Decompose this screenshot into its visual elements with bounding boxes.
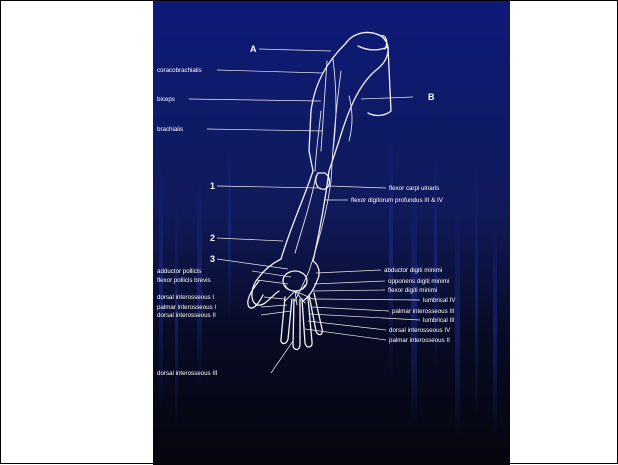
label-biceps: biceps <box>157 96 175 103</box>
label-brachialis: brachialis <box>157 126 183 133</box>
marker-1: 1 <box>210 181 215 191</box>
label-adductor-pollicis: adductor pollicis <box>157 268 201 275</box>
label-flexor-digiti-minimi: flexor digiti minimi <box>388 287 437 294</box>
anatomy-diagram-slide: A B 1 2 3 coracobrachialis biceps brachi… <box>153 1 510 465</box>
label-lumbrical-3: lumbrical III <box>423 317 455 324</box>
label-palmar-interosseous-3: palmar interosseous III <box>392 308 455 315</box>
label-flexor-pollicis-brevis: flexor pollicis brevis <box>157 277 211 284</box>
marker-b: B <box>428 92 435 102</box>
marker-3: 3 <box>210 254 215 264</box>
label-flexor-carpi-ulnaris: flexor carpi ulnaris <box>389 185 439 192</box>
label-palmar-interosseous-2: palmar interosseous II <box>389 337 450 344</box>
marker-a: A <box>250 44 257 54</box>
label-coracobrachialis: coracobrachialis <box>157 67 202 74</box>
label-lumbrical-4: lumbrical IV <box>423 297 456 304</box>
label-dorsal-interosseous-4: dorsal interosseous IV <box>389 327 451 334</box>
label-flexor-digitorum-profundus: flexor digitorum profundus III & IV <box>351 197 444 204</box>
marker-2: 2 <box>210 233 215 243</box>
label-opponens-digiti-minimi: opponens digiti minimi <box>388 278 449 285</box>
label-dorsal-interosseous-3: dorsal interosseous III <box>157 370 218 377</box>
label-dorsal-interosseous-1: dorsal interosseous I <box>157 294 214 301</box>
label-palmar-interosseous-1: palmar interosseous I <box>157 304 216 311</box>
label-abductor-digiti-minimi: abductor digiti minimi <box>384 267 442 274</box>
arm-innervation-diagram: A B 1 2 3 coracobrachialis biceps brachi… <box>153 1 510 465</box>
label-dorsal-interosseous-2: dorsal interosseous II <box>157 312 216 319</box>
